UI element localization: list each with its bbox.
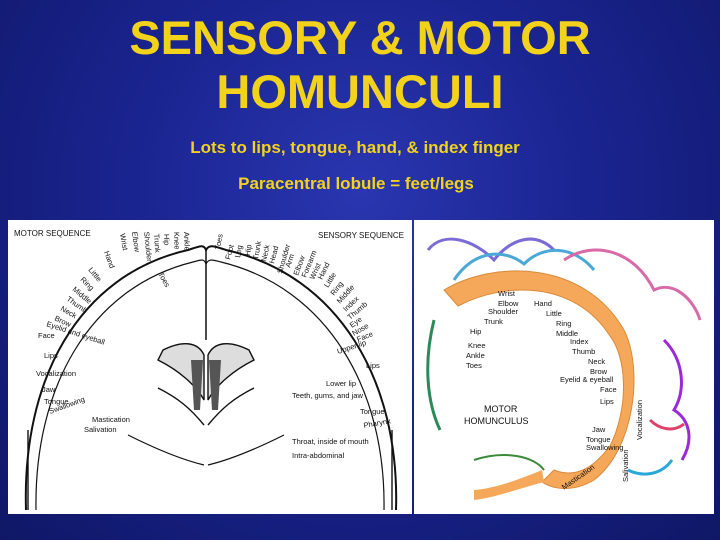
foot-outline [473, 454, 545, 471]
left-temporal-line [127, 434, 205, 466]
right-ventricle [207, 343, 255, 401]
hm-label-little: Little [546, 309, 562, 318]
left-internal-capsule [157, 387, 205, 426]
hm-label-vocalization: Vocalization [635, 400, 644, 440]
motor-label-salivation: Salivation [84, 425, 117, 434]
motor-label-wrist: Wrist [118, 233, 130, 252]
slide-title-line1: SENSORY & MOTOR [129, 11, 591, 64]
motor-label-ankle: Ankle [182, 232, 192, 251]
motor-labels-group: Hand Little Ring Middle Thumb Neck Brow … [36, 231, 192, 434]
hm-label-brow: Brow [590, 367, 608, 376]
sensory-sequence-label: SENSORY SEQUENCE [318, 231, 404, 240]
hm-label-eyelid: Eyelid & eyeball [560, 375, 614, 384]
right-temporal-line [207, 434, 285, 466]
hm-label-hip: Hip [470, 327, 481, 336]
hm-label-ring: Ring [556, 319, 571, 328]
right-caudate [209, 360, 221, 410]
sensory-label-lips: Lips [366, 361, 380, 370]
hm-label-index: Index [570, 337, 589, 346]
motor-label-jaw: Jaw [42, 385, 56, 394]
hm-label-wrist: Wrist [498, 289, 516, 298]
hm-label-toes: Toes [466, 361, 482, 370]
head-outline [563, 248, 702, 321]
motor-sequence-label: MOTOR SEQUENCE [14, 229, 91, 238]
motor-label-lips: Lips [44, 351, 58, 360]
motor-label-tongue: Tongue [44, 397, 69, 406]
sensory-label-toes: Toes [213, 233, 225, 250]
jaw-outline [627, 459, 674, 476]
sensory-label-arm: Arm [283, 253, 296, 269]
motor-label-hip: Hip [162, 234, 171, 246]
homunculus-caption-line1: MOTOR [484, 404, 518, 414]
motor-label-hand: Hand [102, 250, 117, 270]
hemisphere-sides [27, 430, 393, 510]
hm-label-face: Face [600, 385, 617, 394]
sensory-label-intra-abdominal: Intra-abdominal [292, 451, 344, 460]
motor-homunculus-figure: Wrist Elbow Hand Shoulder Trunk Little R… [414, 220, 714, 514]
hm-label-ankle: Ankle [466, 351, 485, 360]
leg-outline [426, 319, 442, 431]
motor-label-toes: Toes [156, 271, 172, 289]
hm-label-neck: Neck [588, 357, 605, 366]
hm-label-lips: Lips [600, 397, 614, 406]
hm-label-trunk: Trunk [484, 317, 503, 326]
hm-label-shoulder: Shoulder [488, 307, 519, 316]
sensory-label-leg: Leg [233, 244, 244, 258]
hm-label-jaw: Jaw [592, 425, 606, 434]
hm-label-elbow: Elbow [498, 299, 519, 308]
right-internal-capsule [207, 387, 255, 426]
hm-label-middle: Middle [556, 329, 578, 338]
slide-title-line2: HOMUNCULI [216, 65, 504, 118]
motor-label-vocalization: Vocalization [36, 369, 76, 378]
subtitle-line2: Paracentral lobule = feet/legs [238, 174, 474, 193]
homunculus-caption-line2: HOMUNCULUS [464, 416, 529, 426]
sensory-label-teeth-gums-jaw: Teeth, gums, and jaw [292, 391, 363, 400]
motor-label-shoulder: Shoulder [142, 231, 154, 262]
hm-label-tongue: Tongue [586, 435, 611, 444]
motor-label-mastication: Mastication [92, 415, 130, 424]
motor-label-face: Face [38, 331, 55, 340]
hm-label-thumb: Thumb [572, 347, 595, 356]
sensory-label-tongue: Tongue [360, 407, 385, 416]
lips-outline [648, 418, 685, 431]
left-caudate [191, 360, 203, 410]
motor-label-elbow: Elbow [130, 231, 142, 253]
hm-label-salivation: Salivation [621, 449, 630, 482]
motor-label-knee: Knee [172, 232, 182, 250]
motor-label-trunk: Trunk [152, 234, 162, 254]
sensory-label-trunk: Trunk [251, 240, 263, 260]
subtitle-line1: Lots to lips, tongue, hand, & index fing… [190, 138, 520, 157]
sensory-label-head: Head [267, 245, 280, 265]
homunculus-drawing: Wrist Elbow Hand Shoulder Trunk Little R… [426, 237, 702, 500]
sensory-label-hip: Hip [243, 244, 253, 256]
sensory-label-neck: Neck [259, 244, 271, 263]
face-outline [662, 338, 691, 461]
arm-outline [426, 237, 556, 263]
hm-label-swallowing: Swallowing [586, 443, 624, 452]
sensory-label-pharynx: Pharynx [363, 416, 392, 430]
sensory-label-lower-lip: Lower lip [326, 379, 356, 388]
coronal-section-drawing: MOTOR SEQUENCE SENSORY SEQUENCE Hand Lit… [14, 229, 404, 511]
left-ventricle [157, 343, 205, 401]
sensory-label-throat-inside-mouth: Throat, inside of mouth [292, 437, 369, 446]
sensory-label-foot: Foot [223, 243, 236, 261]
hm-label-knee: Knee [468, 341, 486, 350]
hm-label-hand: Hand [534, 299, 552, 308]
cortex-strip-tail [474, 470, 544, 500]
coronal-homunculus-figure: MOTOR SEQUENCE SENSORY SEQUENCE Hand Lit… [8, 220, 412, 514]
